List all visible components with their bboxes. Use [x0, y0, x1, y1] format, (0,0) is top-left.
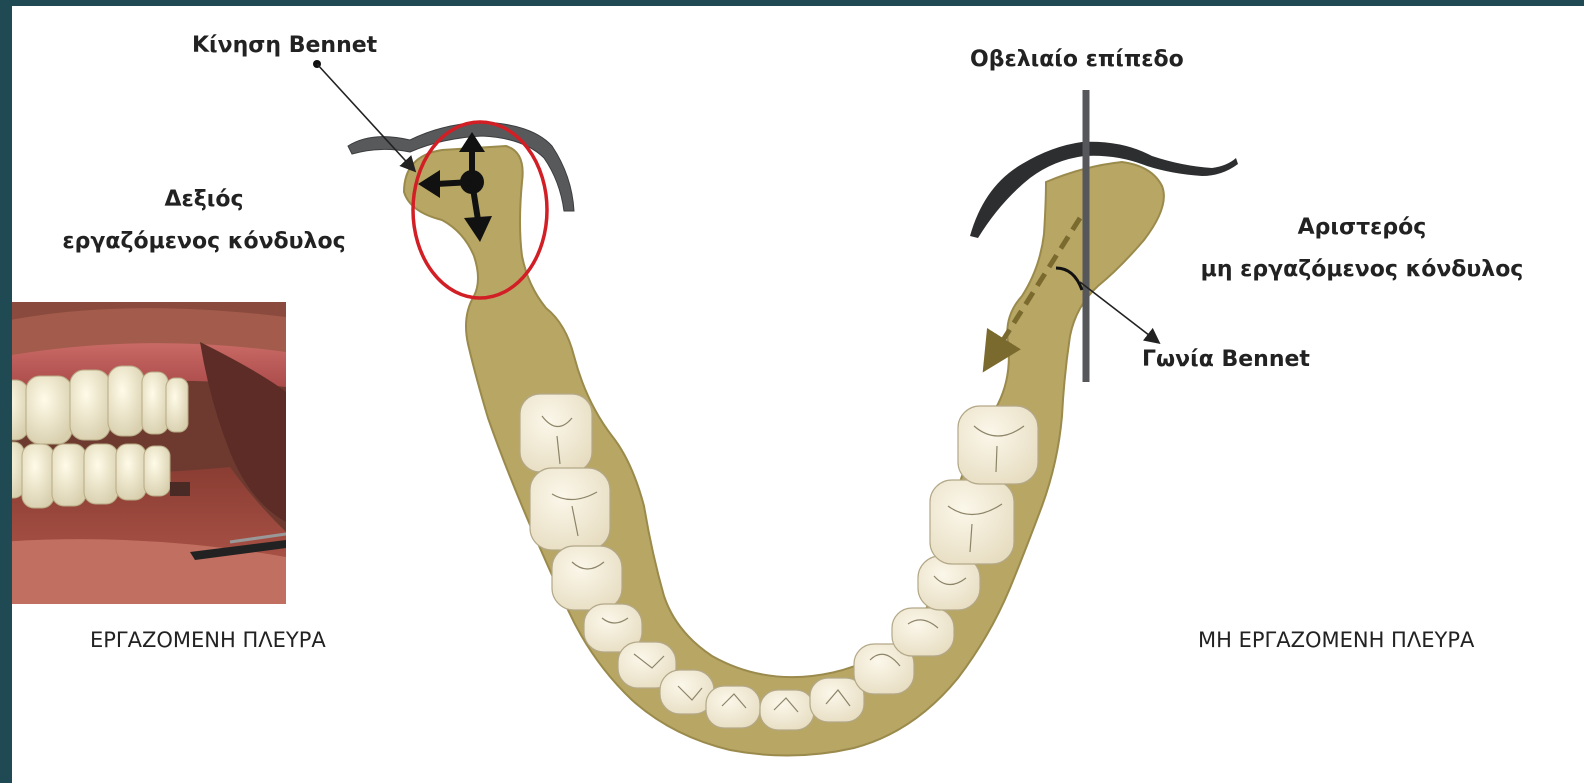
- tooth: [530, 468, 610, 550]
- left-condyle-label-line2: μη εργαζόμενος κόνδυλος: [1152, 256, 1572, 284]
- tooth: [958, 406, 1038, 484]
- tooth: [520, 394, 592, 472]
- bennet-angle-pointer: [1080, 282, 1158, 342]
- bennet-movement-pointer: [317, 64, 414, 170]
- right-condyle-label-line1: Δεξιός: [24, 186, 384, 214]
- mandible-diagram: [12, 6, 1584, 783]
- tooth: [760, 690, 814, 730]
- tooth: [930, 480, 1014, 564]
- right-condyle-label-line2: εργαζόμενος κόνδυλος: [24, 228, 384, 256]
- mandible-shape: [404, 146, 1164, 756]
- left-condyle-label-line1: Αριστερός: [1152, 214, 1572, 242]
- bennet-movement-label: Κίνηση Bennet: [192, 32, 377, 60]
- diagram-slide: Κίνηση Bennet Οβελιαίο επίπεδο Δεξιός ερ…: [12, 6, 1584, 783]
- tooth: [810, 678, 864, 722]
- bennet-angle-label: Γωνία Bennet: [1142, 346, 1310, 374]
- tooth: [892, 608, 954, 656]
- working-side-label: ΕΡΓΑΖΟΜΕΝΗ ΠΛΕΥΡΑ: [90, 626, 326, 654]
- tooth: [706, 686, 760, 728]
- sagittal-plane-label: Οβελιαίο επίπεδο: [970, 46, 1184, 74]
- non-working-side-label: ΜΗ ΕΡΓΑΖΟΜΕΝΗ ΠΛΕΥΡΑ: [1198, 626, 1474, 654]
- tooth: [552, 546, 622, 610]
